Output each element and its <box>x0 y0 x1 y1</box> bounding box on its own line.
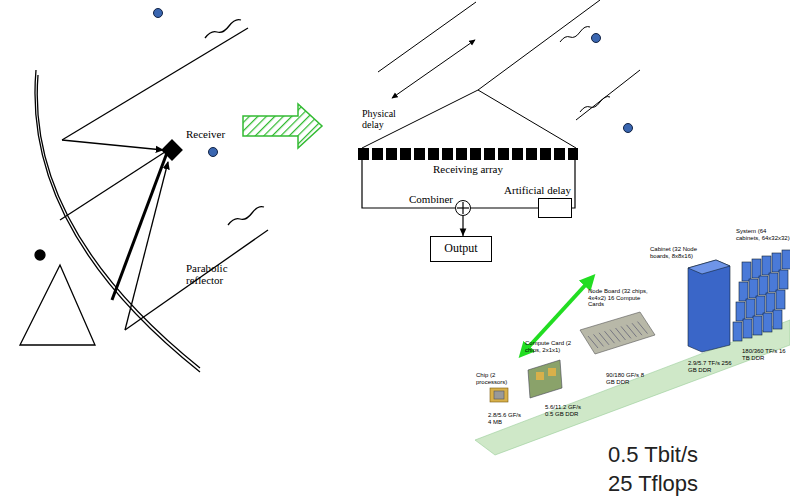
level-label: System (64 cabinets, 64x32x32) <box>736 228 790 241</box>
spec-label: 90/180 GF/s 8 GB DDR <box>606 372 650 385</box>
array-rays <box>362 0 640 148</box>
signal-wire <box>572 160 575 208</box>
part-label: Receiver <box>186 128 266 140</box>
part-label: Physical delay <box>362 108 406 130</box>
level-label: Chip (2 processors) <box>476 372 514 385</box>
spec-label: 5.6/11.2 GF/s 0.5 GB DDR <box>545 404 589 417</box>
receiving-array: Receiving array <box>358 148 578 160</box>
metric-label: 0.5 Tbit/s <box>608 443 778 467</box>
bluegene-hierarchy <box>475 250 790 455</box>
level-label: Cabinet (32 Node boards, 8x8x16) <box>650 246 704 259</box>
output-box: Output <box>430 236 492 262</box>
source-dots <box>154 9 633 157</box>
metric-label: 25 Tflops <box>608 472 778 496</box>
delay-box: Artificial delay <box>538 198 572 218</box>
node-label: Combiner <box>409 193 453 205</box>
plus-symbol <box>456 201 470 215</box>
signal-wire <box>462 216 463 236</box>
transition-arrow <box>243 104 322 148</box>
spec-label: 2.9/5.7 TF/s 256 GB DDR <box>688 360 732 373</box>
part-label: Parabolic reflector <box>186 262 246 286</box>
box-label: Output <box>444 242 477 255</box>
node-label: Artificial delay <box>504 184 571 196</box>
node-label: Receiving array <box>433 163 503 175</box>
spec-label: 180/360 TF/s 16 TB DDR <box>742 348 788 361</box>
level-label: Compute Card (2 chips, 2x1x1) <box>525 340 577 353</box>
level-label: Node Board (32 chips, 4x4x2) 16 Compute … <box>588 288 650 308</box>
parabolic-dish <box>20 20 268 372</box>
signal-wire <box>471 207 538 208</box>
combiner-circle: Combiner <box>455 200 471 216</box>
spec-label: 2.8/5.6 GF/s 4 MB <box>488 412 526 425</box>
